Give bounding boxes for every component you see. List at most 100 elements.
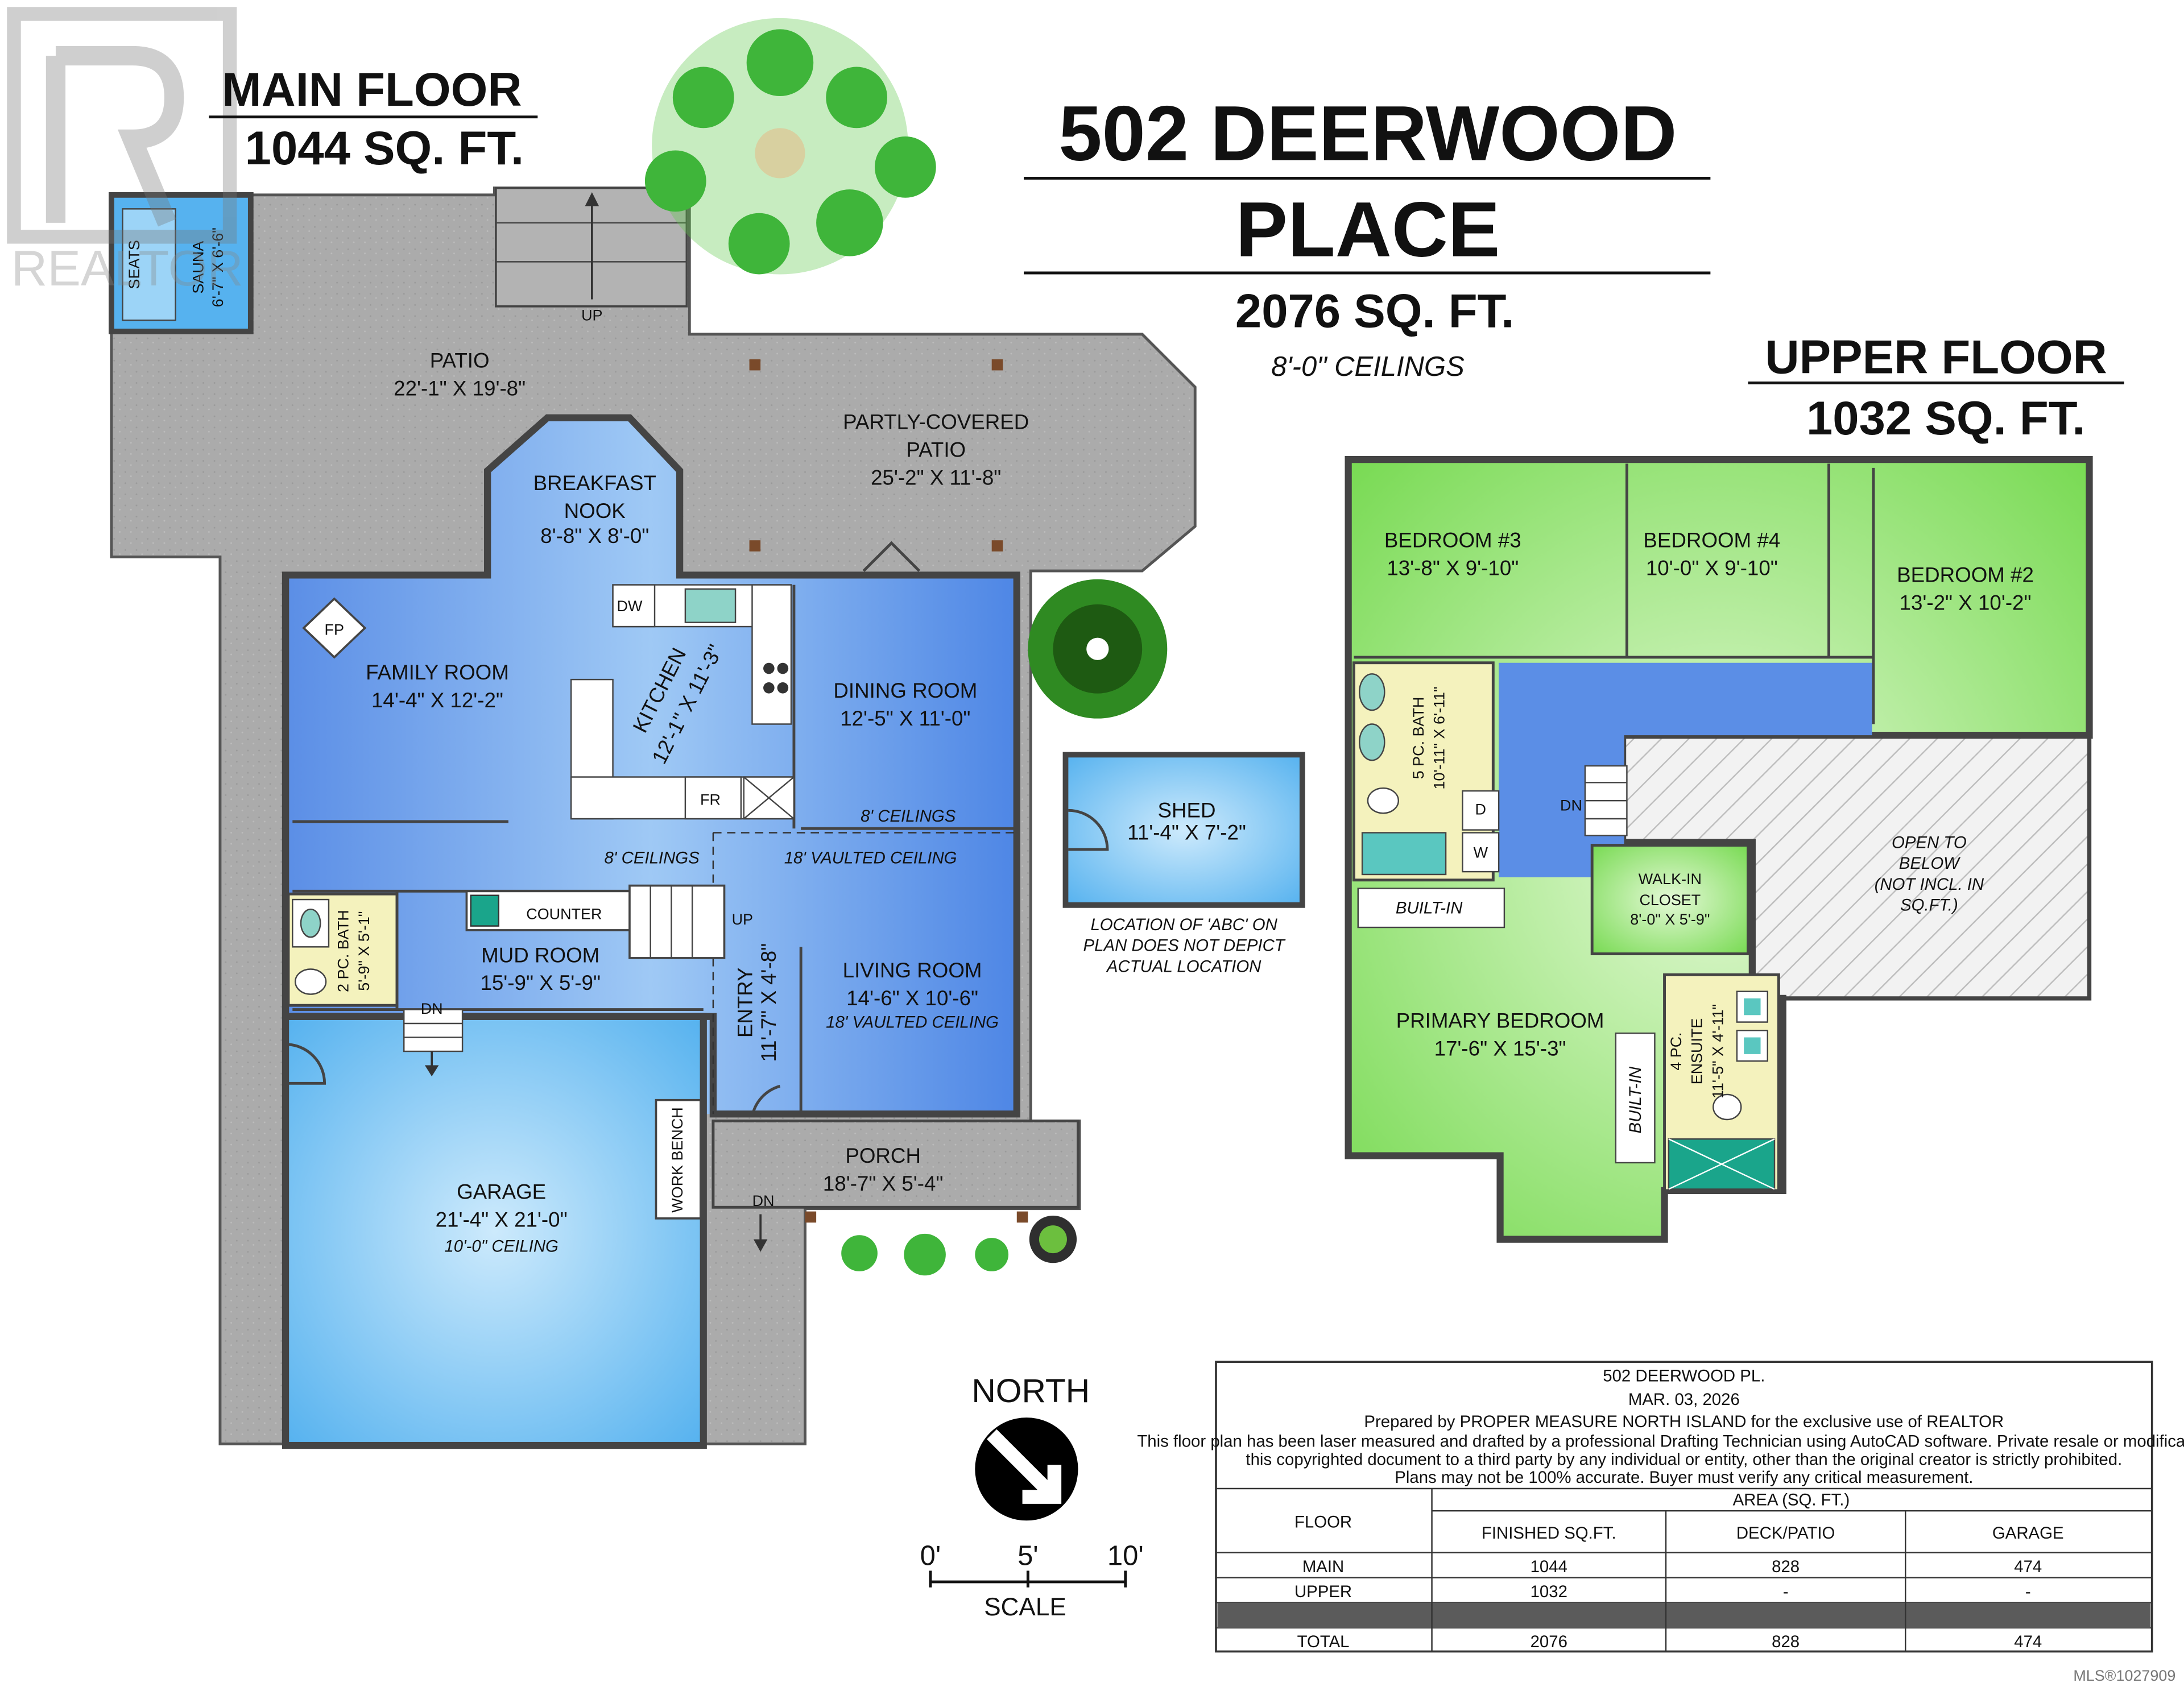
scale-tick-5: 5' bbox=[1017, 1541, 1039, 1572]
main-floor-title: MAIN FLOOR bbox=[222, 63, 522, 116]
scale-bar: 0' 5' 10' SCALE bbox=[920, 1541, 1144, 1621]
row-main-floor: MAIN bbox=[1302, 1557, 1344, 1576]
row-upper-garage: - bbox=[2025, 1582, 2031, 1601]
garage-ceiling: 10'-0" CEILING bbox=[444, 1237, 559, 1256]
col-garage: GARAGE bbox=[1992, 1524, 2064, 1543]
bath5-dims: 10'-11" X 6'-11" bbox=[1431, 686, 1448, 789]
upper-floor-area: 1032 SQ. FT. bbox=[1806, 392, 2085, 445]
breakfast-nook-dims: 8'-8" X 8'-0" bbox=[540, 524, 649, 548]
kitchen-counters bbox=[570, 584, 795, 820]
porch bbox=[712, 1119, 1079, 1209]
scale-tick-10: 10' bbox=[1107, 1541, 1144, 1572]
living-room-name: LIVING ROOM bbox=[843, 959, 982, 982]
bedroom-2-dims: 13'-2" X 10'-2" bbox=[1900, 591, 2032, 615]
col-deck: DECK/PATIO bbox=[1736, 1524, 1835, 1543]
table-date: MAR. 03, 2026 bbox=[1628, 1390, 1740, 1409]
bath5-name: 5 PC. BATH bbox=[1410, 697, 1427, 780]
washer-label: W bbox=[1474, 844, 1488, 861]
north-label: NORTH bbox=[971, 1373, 1090, 1410]
open-below-3: (NOT INCL. IN bbox=[1875, 875, 1984, 894]
table-disclaimer-2: this copyrighted document to a third par… bbox=[1246, 1450, 2122, 1469]
mud-room-up-label: UP bbox=[732, 911, 753, 928]
row-total-garage: 474 bbox=[2014, 1632, 2042, 1651]
shed-note-1: LOCATION OF 'ABC' ON bbox=[1090, 915, 1277, 934]
counter-label: COUNTER bbox=[526, 905, 602, 922]
family-room-dims: 14'-4" X 12'-2" bbox=[371, 689, 503, 712]
table-prepared: Prepared by PROPER MEASURE NORTH ISLAND … bbox=[1364, 1412, 2004, 1431]
ensuite-dims: 11'-5" X 4'-11" bbox=[1709, 1004, 1726, 1099]
porch-name: PORCH bbox=[845, 1144, 921, 1167]
garage-dims: 21'-4" X 21'-0" bbox=[436, 1208, 568, 1232]
north-arrow-icon bbox=[975, 1417, 1078, 1521]
bedroom-3-dims: 13'-8" X 9'-10" bbox=[1387, 556, 1519, 579]
total-area: 2076 SQ. FT. bbox=[1235, 285, 1514, 338]
ceiling-height: 8'-0" CEILINGS bbox=[1271, 351, 1465, 382]
open-below-1: OPEN TO bbox=[1892, 833, 1967, 852]
open-below-4: SQ.FT.) bbox=[1900, 896, 1958, 915]
row-main-deck: 828 bbox=[1772, 1557, 1800, 1576]
table-address: 502 DEERWOOD PL. bbox=[1603, 1366, 1765, 1385]
table-disclaimer-1: This floor plan has been laser measured … bbox=[1137, 1432, 2184, 1451]
realtor-watermark-text: REALTOR bbox=[11, 240, 243, 296]
breakfast-nook-name1: BREAKFAST bbox=[533, 471, 656, 495]
porch-dims: 18'-7" X 5'-4" bbox=[823, 1172, 944, 1195]
patio-stairs: UP bbox=[495, 186, 688, 324]
work-bench bbox=[655, 1099, 702, 1220]
row-main-garage: 474 bbox=[2014, 1557, 2042, 1576]
living-room-ceiling: 18' VAULTED CEILING bbox=[826, 1013, 999, 1031]
upper-dn-label: DN bbox=[1560, 797, 1582, 814]
realtor-watermark: REALTOR bbox=[7, 7, 243, 296]
table-disclaimer-3: Plans may not be 100% accurate. Buyer mu… bbox=[1395, 1468, 1973, 1487]
row-total-floor: TOTAL bbox=[1297, 1632, 1350, 1651]
shed-note-3: ACTUAL LOCATION bbox=[1106, 957, 1261, 976]
col-finished: FINISHED SQ.FT. bbox=[1482, 1524, 1616, 1543]
mud-room-name: MUD ROOM bbox=[481, 943, 599, 967]
dishwasher-label: DW bbox=[617, 598, 643, 615]
address-line2: PLACE bbox=[1236, 186, 1500, 273]
mud-room-stairs bbox=[628, 884, 726, 959]
ceiling-note-8ft: 8' CEILINGS bbox=[605, 848, 700, 867]
scale-tick-0: 0' bbox=[920, 1541, 941, 1572]
garage-name: GARAGE bbox=[457, 1180, 546, 1204]
scale-label: SCALE bbox=[984, 1593, 1066, 1621]
ensuite-name2: ENSUITE bbox=[1689, 1018, 1706, 1085]
shed-note-2: PLAN DOES NOT DEPICT bbox=[1083, 936, 1286, 955]
built-in-horizontal bbox=[1357, 888, 1505, 929]
row-upper-floor: UPPER bbox=[1294, 1582, 1352, 1601]
bath2-name: 2 PC. BATH bbox=[334, 910, 351, 992]
patio-name: PATIO bbox=[430, 349, 490, 372]
partly-covered-patio-dims: 25'-2" X 11'-8" bbox=[871, 466, 1001, 489]
breakfast-nook-name2: NOOK bbox=[564, 499, 626, 523]
large-tree-icon bbox=[644, 18, 936, 275]
sauna-dims: 6'-7" X 6'-6" bbox=[209, 227, 226, 307]
walk-in-closet bbox=[1590, 844, 1749, 956]
fireplace-symbol bbox=[302, 597, 367, 659]
entry-dims: 11'-7" X 4'-8" bbox=[757, 943, 780, 1062]
bedroom-2-name: BEDROOM #2 bbox=[1897, 563, 2034, 587]
walk-in-name2: CLOSET bbox=[1639, 892, 1701, 909]
shed-name: SHED bbox=[1158, 799, 1216, 822]
col-floor: FLOOR bbox=[1294, 1513, 1352, 1532]
row-main-finished: 1044 bbox=[1531, 1557, 1567, 1576]
fridge-label: FR bbox=[700, 791, 721, 809]
walk-in-dims: 8'-0" X 5'-9" bbox=[1630, 911, 1710, 928]
dining-ceiling-note: 8' CEILINGS bbox=[861, 807, 956, 826]
area-header: AREA (SQ. FT.) bbox=[1733, 1490, 1850, 1509]
open-below-2: BELOW bbox=[1899, 854, 1961, 873]
main-floor-interior bbox=[286, 417, 1017, 1114]
patio-up-label: UP bbox=[581, 306, 602, 324]
patio-dims: 22'-1" X 19'-8" bbox=[394, 377, 526, 400]
sauna-seats: SEATS bbox=[126, 240, 143, 289]
walk-in-name1: WALK-IN bbox=[1639, 871, 1702, 888]
bedroom-4-dims: 10'-0" X 9'-10" bbox=[1646, 556, 1778, 579]
work-bench-label: WORK BENCH bbox=[669, 1107, 686, 1212]
sauna: SEATS SAUNA 6'-7" X 6'-6" bbox=[109, 192, 254, 334]
shrub-icons bbox=[841, 1215, 1077, 1276]
bedroom-4-name: BEDROOM #4 bbox=[1643, 528, 1780, 552]
primary-bedroom-dims: 17'-6" X 15'-3" bbox=[1434, 1037, 1566, 1060]
shed-dims: 11'-4" X 7'-2" bbox=[1127, 821, 1246, 844]
built-in-vertical-label: BUILT-IN bbox=[1626, 1066, 1645, 1133]
tree-icon bbox=[1028, 579, 1168, 719]
